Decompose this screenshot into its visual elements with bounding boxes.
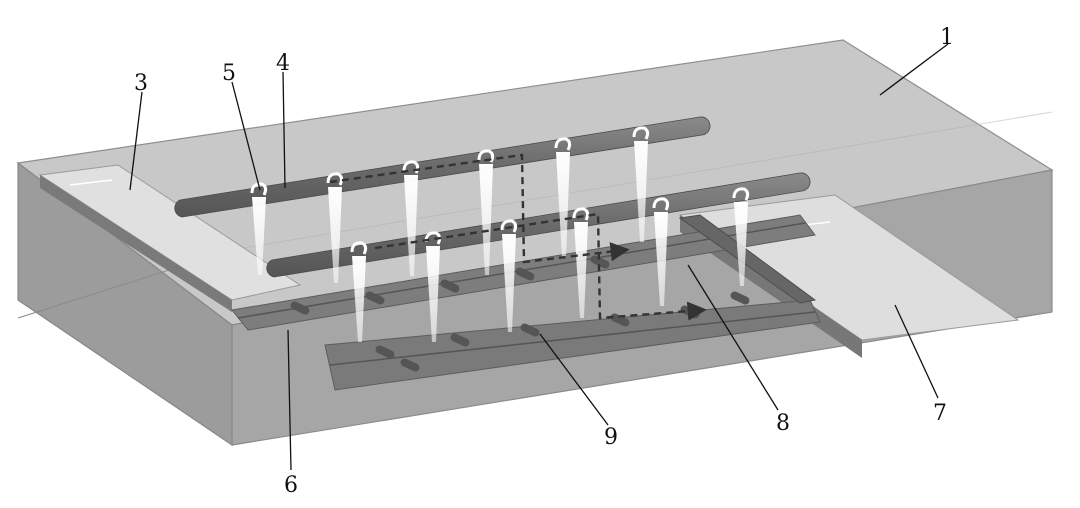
tray-divider	[678, 214, 817, 304]
label-3: 3	[134, 71, 148, 96]
leader-lines	[129, 43, 949, 471]
inlet-plate	[38, 164, 302, 312]
label-1: 1	[940, 25, 954, 50]
leader-8	[687, 264, 779, 411]
housing-side-face	[17, 161, 233, 447]
label-8: 8	[776, 411, 790, 436]
leader-5	[231, 81, 261, 191]
label-6: 6	[284, 473, 298, 498]
leader-6	[287, 329, 292, 471]
leader-3	[129, 91, 143, 191]
label-4: 4	[276, 51, 290, 76]
label-7: 7	[933, 401, 947, 426]
label-9: 9	[604, 425, 618, 450]
label-5: 5	[222, 61, 236, 86]
flow-arrow-lower	[374, 212, 707, 321]
flow-path	[329, 153, 707, 321]
leader-7	[894, 304, 939, 399]
leader-1	[879, 43, 949, 96]
leader-9	[539, 333, 609, 426]
flow-arrow-upper	[329, 153, 630, 264]
spray-nozzles-back-row	[250, 126, 650, 283]
spray-nozzles-front-row	[350, 187, 750, 342]
bubble-nozzles	[290, 255, 750, 372]
leader-4	[282, 71, 286, 189]
part-labels: 1 3 4 5 6 7 8 9	[134, 25, 954, 498]
spray-pipe-front	[266, 172, 811, 278]
